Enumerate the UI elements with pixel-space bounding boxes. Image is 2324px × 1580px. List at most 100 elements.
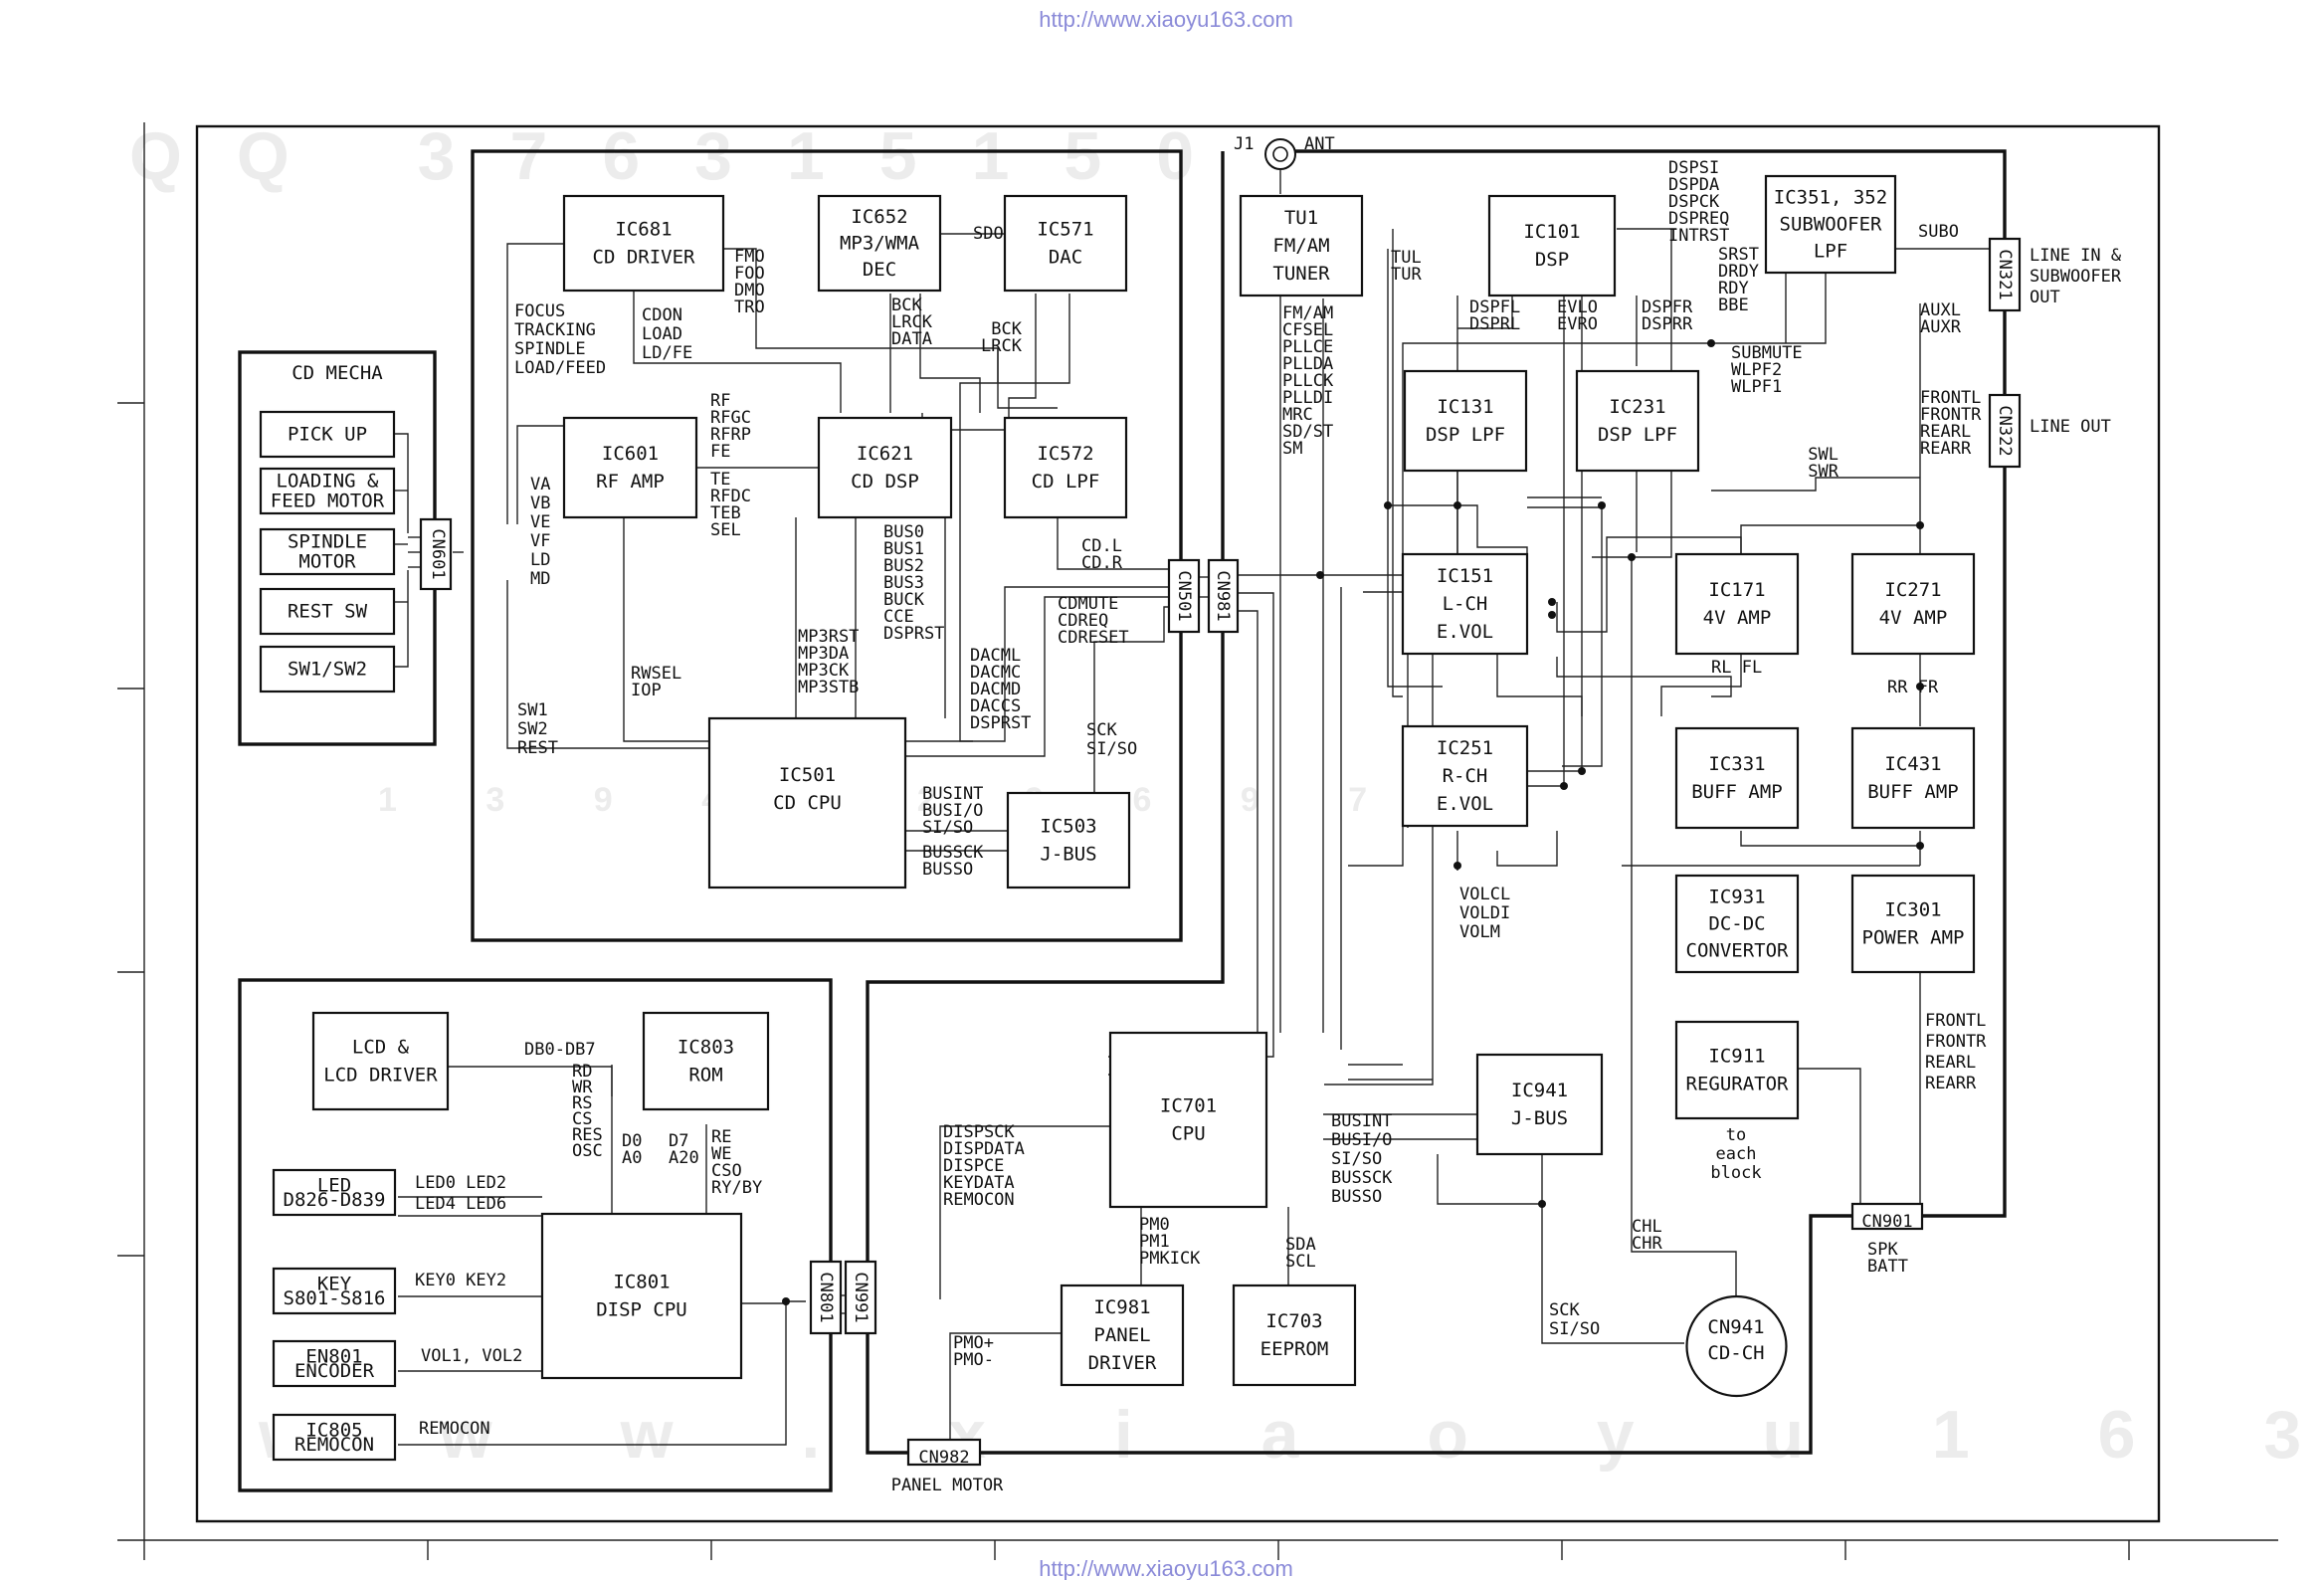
cn901-body [1850,1202,1924,1231]
cn321-body [1988,237,2022,312]
signal-db0-label: DB0-DB7 [524,1040,596,1060]
lcd-label: LCD &LCD DRIVER [323,1037,438,1086]
tu1-box [1239,194,1364,297]
ic805-box [272,1413,397,1462]
cn601-body [419,517,453,591]
cd-mecha-item-5-box [259,645,396,693]
ic101-box [1487,194,1617,297]
signal-pmo-label: PMO+PMO- [953,1333,994,1370]
ic911-box [1674,1020,1800,1120]
cn501-connector: CN501 [1167,558,1201,634]
cn322-label: CN322 [1995,405,2015,456]
watermark-phone: 1 3 9 4 2 2 9 6 9 7 3 [378,781,1514,819]
junction-dots [782,339,1924,1305]
source-url-top: http://www.xiaoyu163.com [1039,7,1293,32]
cd-mecha-group: CD MECHA [291,362,383,384]
ic251-box [1401,724,1529,828]
ic621-box [817,416,953,519]
ic572-box [1003,416,1128,519]
cn991-label: CN991 [851,1272,871,1322]
ic703-box [1232,1284,1357,1387]
cd-mecha-item-4-box [259,587,396,636]
antenna-ant-label: ANT [1304,134,1335,154]
signal-rrfr-label: RR FR [1887,678,1939,697]
signal-led4-label: LED4 LED6 [415,1194,506,1214]
cd-mecha-item-3-box [259,527,396,576]
signal-sdo-label: SDO [973,224,1004,244]
signal-panelmotor-label: PANEL MOTOR [891,1476,1004,1495]
cn982-connector: CN982 [906,1438,982,1468]
signal-remocon-label: REMOCON [419,1419,490,1439]
cd-mecha-item-1-box [259,410,396,459]
cn801-label: CN801 [816,1272,836,1322]
ic652-box [817,194,942,293]
cn801-connector: CN801 [809,1260,843,1335]
ic571-box [1003,194,1128,293]
cd-mecha-item-5: SW1/SW2 [288,659,367,681]
ic503-box [1006,791,1131,889]
cd-mecha-title: CD MECHA [291,362,383,384]
cn901-label: CN901 [1861,1212,1912,1232]
cd-mecha-item-4: REST SW [288,601,368,623]
